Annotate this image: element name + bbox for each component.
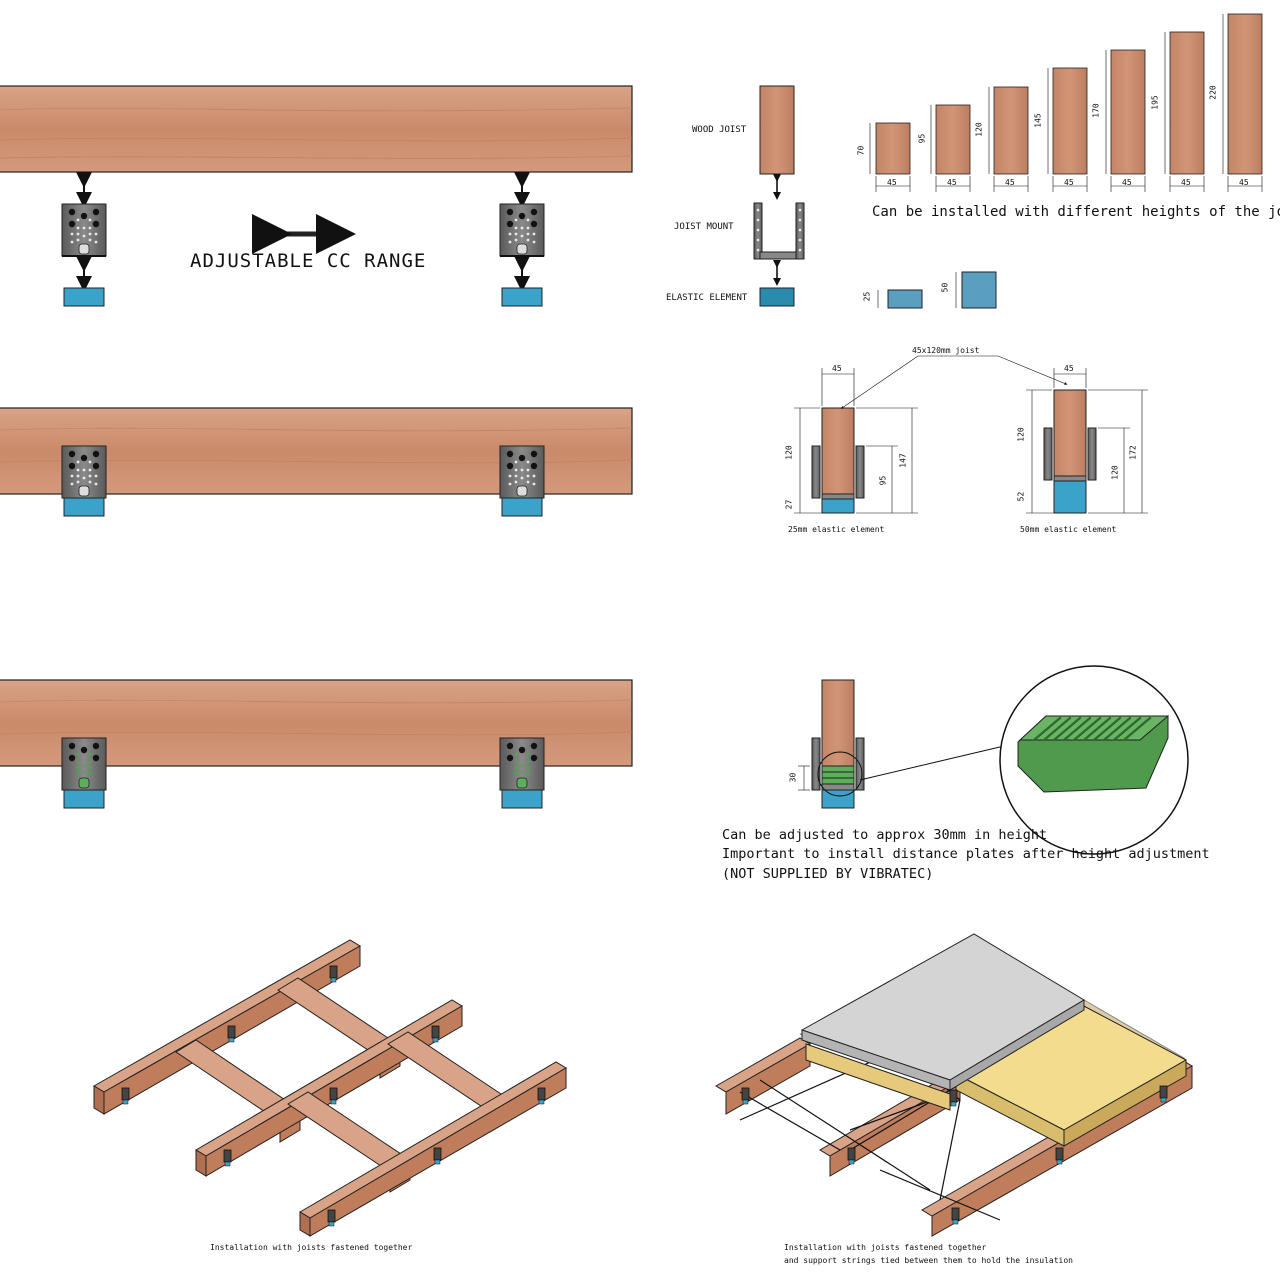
elastic-size-samples (877, 271, 997, 309)
adjust-note-line3: (NOT SUPPLIED BY VIBRATEC) (722, 866, 934, 882)
mount-right-exploded (499, 172, 545, 307)
height-adjust-detail (798, 665, 1189, 855)
height-dimension-lines (869, 14, 1263, 192)
width-45-b: 45 (947, 178, 957, 187)
legend-parts (753, 85, 805, 307)
width-45-d: 45 (1064, 178, 1074, 187)
dim50-base-h: 52 (1016, 491, 1026, 502)
height-170: 170 (1091, 103, 1101, 118)
adjust-dim: 30 (788, 772, 798, 783)
dim50-inner: 120 (1110, 465, 1120, 480)
elastic-50-caption: 50mm elastic element (1020, 525, 1117, 534)
height-120: 120 (974, 122, 984, 137)
elastic-25-caption: 25mm elastic element (788, 525, 885, 534)
joist-beam-exploded (0, 85, 633, 173)
dim25-joist-h: 120 (784, 445, 794, 460)
install-caption-1: Installation with joists fastened togeth… (210, 1243, 413, 1252)
width-45-g: 45 (1239, 178, 1249, 187)
elastic-element-label: ELASTIC ELEMENT (666, 293, 748, 303)
height-70: 70 (856, 145, 866, 156)
joist-beam-assembled (0, 407, 633, 517)
joist-callout-leaders (840, 355, 1068, 409)
dim25-total: 147 (898, 453, 908, 468)
height-95: 95 (917, 133, 927, 144)
install-caption-2-line2: and support strings tied between them to… (784, 1256, 1073, 1265)
dim25-inner: 95 (878, 475, 888, 486)
wood-joist-label: WOOD JOIST (692, 125, 747, 135)
width-45-f: 45 (1181, 178, 1191, 187)
width-45-e: 45 (1122, 178, 1132, 187)
joist-callout-label: 45x120mm joist (912, 346, 980, 355)
dimension-50mm (1026, 368, 1148, 514)
iso-floor-right (715, 933, 1193, 1237)
install-caption-2-line1: Installation with joists fastened togeth… (784, 1243, 987, 1252)
adjust-note-line2: Important to install distance plates aft… (722, 846, 1210, 862)
width-45-c: 45 (1005, 178, 1015, 187)
width-45-a: 45 (887, 178, 897, 187)
dim50-total: 172 (1128, 445, 1138, 460)
dim50-width: 45 (1064, 364, 1074, 373)
dimension-25mm (794, 368, 918, 514)
mount-left-exploded (61, 172, 107, 307)
height-195: 195 (1150, 95, 1160, 110)
adjust-note-line1: Can be adjusted to approx 30mm in height (722, 827, 1048, 843)
dim25-width: 45 (832, 364, 842, 373)
dim50-joist-h: 120 (1016, 427, 1026, 442)
elastic-size-25: 25 (862, 291, 872, 302)
joist-height-series (875, 13, 1263, 175)
height-145: 145 (1033, 113, 1043, 128)
dim25-base-h: 27 (784, 499, 794, 510)
height-220: 220 (1208, 85, 1218, 100)
elastic-size-50: 50 (940, 282, 950, 293)
joist-beam-adjusted (0, 679, 633, 809)
joist-mount-label: JOIST MOUNT (674, 222, 734, 232)
adjustable-cc-range-label: ADJUSTABLE CC RANGE (190, 250, 427, 272)
heights-caption: Can be installed with different heights … (872, 204, 1280, 220)
